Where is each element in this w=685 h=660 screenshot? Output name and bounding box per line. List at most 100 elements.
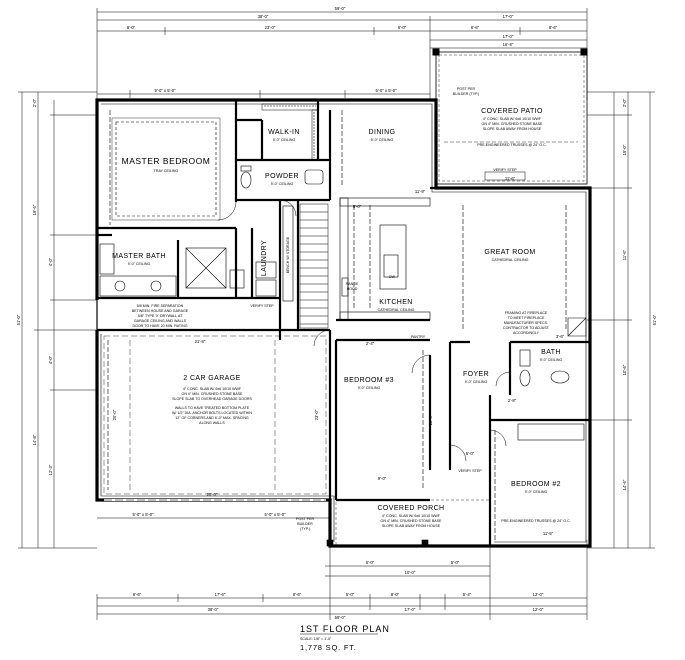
dim-garage-4: 23'-0" (314, 409, 319, 420)
dim-bottom-seg-4: 5'-0" (346, 592, 355, 597)
dim-left-seg-2: 19'-6" (32, 204, 37, 215)
dim-top-seg-4: 6'-6" (471, 25, 480, 30)
dining-ceiling: 9'-0" CEILING (371, 138, 394, 142)
dim-left-seg-1: 2'-0" (32, 98, 37, 107)
dim-bottom-overall: 59'-0" (335, 615, 346, 620)
dim-porch-5: 10'-0" (405, 570, 416, 575)
garage-note-5: W/ 1/2" DIA. ANCHOR BOLTS LOCATED WITHIN (172, 411, 252, 415)
garage-note-6: 12" OF CORNERS AND 6'-0" MAX. SPACING (175, 416, 249, 420)
dim-left-seg-3: 4'-0" (48, 257, 53, 266)
dim-misc-10: 11'-5" (543, 531, 554, 536)
bath-ceiling: 9'-0" CEILING (540, 358, 563, 362)
dim-misc-5: 5'-0" (466, 451, 475, 456)
garage-note-4: WALLS TO HAVE TREATED BOTTOM PLATE (175, 406, 250, 410)
covered-patio-note-3: SLOPE SLAB AWAY FROM HOUSE (483, 127, 542, 131)
bedroom3-label: BEDROOM #3 (344, 377, 394, 384)
plan-scale: SCALE: 1/8" = 1'-0" (300, 637, 332, 641)
dimension-labels: 59'-0" 38'-0" 17'-0" 8'-0" 23'-0" 6'-0" … (16, 6, 657, 620)
dining-label: DINING (369, 129, 396, 136)
dim-porch-4: 5'-0" (451, 560, 460, 565)
great-room-label: GREAT ROOM (484, 249, 535, 256)
garage-note-1: 4" CONC. SLAB W/ 6x6 10/10 WWF (183, 387, 242, 391)
bedroom2-truss-note: PRE-ENGINEERED TRUSSES @ 24" O.C. (501, 519, 571, 523)
dimension-lines (18, 8, 655, 620)
garage-note-3: SLOPE SLAB TO OVERHEAD GARAGE DOORS (172, 397, 252, 401)
dim-right-overall: 51'-0" (652, 314, 657, 325)
dim-top-seg-5: 8'-6" (549, 25, 558, 30)
kitchen-ceiling: CATHEDRAL CEILING (378, 308, 415, 312)
covered-porch-note-3: SLOPE SLAB AWAY FROM HOUSE (382, 524, 441, 528)
exterior-wall-inner-line (100, 103, 587, 543)
dim-top-right: 17'-0" (503, 14, 514, 19)
foyer-ceiling: 9'-0" CEILING (465, 380, 488, 384)
dim-garage-3: 20'-0" (112, 409, 117, 420)
dim-misc-7: 2'-8" (508, 398, 517, 403)
great-room-ceiling: CATHEDRAL CEILING (492, 258, 529, 262)
dim-top-overall: 59'-0" (335, 6, 346, 11)
covered-porch-note-1: 4" CONC. SLAB W/ 6x6 10/10 WWF (382, 514, 441, 518)
dim-left-seg-5: 4'-0" (48, 355, 53, 364)
dim-misc-8: 2'-4" (366, 341, 375, 346)
dim-bottom-seg-7: 12'-0" (533, 592, 544, 597)
post-note-top-1: POST PER (457, 87, 476, 91)
laundry-verify-step: VERIFY STEP (250, 304, 274, 308)
patio-truss-note: PRE-ENGINEERED TRUSSES @ 24" O.C. (477, 143, 547, 147)
bedroom2-ceiling: 9'-0" CEILING (525, 490, 548, 494)
master-bedroom-ceiling: TRAY CEILING (154, 169, 179, 173)
foyer-label: FOYER (463, 371, 489, 378)
fireplace-note-2: TO MEET FIREPLACE (508, 316, 545, 320)
bath-label: BATH (541, 349, 561, 356)
dim-patio-1: 17'-0" (503, 34, 514, 39)
dim-misc-2: 11'-9" (415, 189, 426, 194)
separation-note-3: 5/8" TYPE 'X' DRYWALL AT (138, 314, 183, 318)
separation-note-5: DOOR TO HAVE 20 MIN. RATING (132, 324, 187, 328)
fireplace-note-4: CONTRACTOR TO ADJUST (503, 326, 550, 330)
walk-in-ceiling: 9'-0" CEILING (273, 138, 296, 142)
bedroom2-label: BEDROOM #2 (511, 481, 561, 488)
walk-in-label: WALK-IN (268, 129, 300, 136)
dim-misc-6: 3'-6" (556, 334, 565, 339)
garage-note-2: ON 4" MIN. CRUSHED STONE BASE (182, 392, 244, 396)
dw-label: DW (389, 275, 396, 279)
dim-misc-3: 6'-0" (353, 204, 362, 209)
post-note-bottom-2: BUILDER (297, 522, 313, 526)
dim-bottom-main-3: 12'-0" (533, 607, 544, 612)
kitchen-label: KITCHEN (379, 299, 413, 306)
dim-bottom-seg-1: 6'-6" (133, 592, 142, 597)
dim-right-seg-4: 10'-6" (622, 364, 627, 375)
patio-verify-step: VERIFY STEP (493, 168, 517, 172)
dim-top-inner-2: 5'-0" x 5'-0" (375, 88, 397, 93)
covered-patio-note-2: ON 4" MIN. CRUSHED STONE BASE (482, 122, 544, 126)
covered-patio-label: COVERED PATIO (481, 108, 543, 115)
dim-patio-2: 16'-8" (503, 42, 514, 47)
pantry-label: PANTRY (411, 335, 426, 339)
fixtures (99, 103, 587, 547)
dim-garage-1: 21'-8" (195, 339, 206, 344)
separation-note-2: BETWEEN HOUSE AND GARAGE (132, 309, 189, 313)
fireplace-note-1: FRAMING AT FIREPLACE (505, 311, 548, 315)
post-note-bottom-3: (TYP.) (300, 527, 310, 531)
dim-porch-3: 5'-0" (366, 560, 375, 565)
dim-misc-1: 11'-6" (505, 176, 516, 181)
powder-label: POWDER (265, 173, 299, 180)
dim-top-seg-3: 6'-0" (398, 25, 407, 30)
dim-bottom-seg-6: 5'-4" (463, 592, 472, 597)
bedroom3-ceiling: 9'-0" CEILING (358, 386, 381, 390)
range-label-2: HOOD (347, 287, 358, 291)
dim-top-inner-1: 9'-0" x 5'-0" (154, 88, 176, 93)
dim-right-seg-1: 2'-0" (622, 98, 627, 107)
master-bath-ceiling: 9'-0" CEILING (128, 262, 151, 266)
separation-note-4: GARAGE CEILING AND WALLS (134, 319, 187, 323)
dim-top-main: 38'-0" (258, 14, 269, 19)
post-note-bottom-1: POST PER (296, 517, 315, 521)
dim-left-seg-4: 14'-8" (32, 434, 37, 445)
fireplace-note-3: MANUFACTURER SPECS. (504, 321, 548, 325)
dim-right-seg-3: 11'-6" (622, 249, 627, 260)
range-label-1: RANGE (346, 282, 359, 286)
covered-porch-note-2: ON 4" MIN. CRUSHED STONE BASE (381, 519, 443, 523)
dim-misc-9: 12'-6" (428, 414, 433, 425)
dim-left-seg-6: 12'-3" (48, 464, 53, 475)
title-block: 1ST FLOOR PLAN SCALE: 1/8" = 1'-0" 1,778… (300, 624, 389, 652)
separation-note-1: 5/8 MIN. FIRE SEPARATION (137, 304, 184, 308)
